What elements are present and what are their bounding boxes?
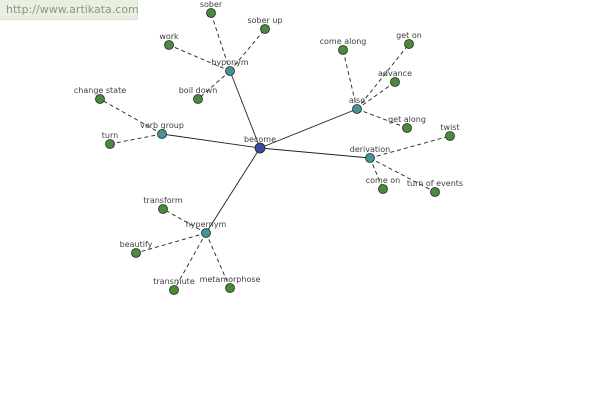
leaf-node-label: get on bbox=[396, 31, 422, 40]
leaf-node-label: advance bbox=[378, 69, 412, 78]
edge-verb-group-to-change-state bbox=[99, 98, 163, 135]
leaf-node-work[interactable]: work bbox=[159, 32, 179, 50]
leaf-node-marker[interactable] bbox=[378, 184, 388, 194]
edge-derivation-to-come-on bbox=[369, 157, 384, 190]
leaf-node-get-on[interactable]: get on bbox=[396, 31, 422, 49]
edge-hypernym-to-beautify bbox=[135, 232, 207, 254]
leaf-node-label: come along bbox=[320, 37, 367, 46]
edge-also-to-come-along bbox=[342, 49, 358, 110]
relation-node-label: also bbox=[349, 96, 365, 105]
leaf-node-boil-down[interactable]: boil down bbox=[179, 86, 218, 104]
leaf-node-get-along[interactable]: get along bbox=[388, 115, 426, 133]
leaf-node-advance[interactable]: advance bbox=[378, 69, 412, 87]
leaf-node-label: sober bbox=[200, 0, 223, 9]
root-node-marker[interactable] bbox=[254, 142, 266, 154]
leaf-node-marker[interactable] bbox=[402, 123, 412, 133]
edge-root-to-verb-group bbox=[161, 133, 261, 149]
leaf-node-marker[interactable] bbox=[206, 8, 216, 18]
leaf-node-marker[interactable] bbox=[164, 40, 174, 50]
relation-node-marker[interactable] bbox=[225, 66, 235, 76]
leaf-node-transform[interactable]: transform bbox=[143, 196, 183, 214]
leaf-node-marker[interactable] bbox=[169, 285, 179, 295]
leaf-node-marker[interactable] bbox=[131, 248, 141, 258]
leaf-node-metamorphose[interactable]: metamorphose bbox=[200, 275, 261, 293]
edge-root-to-also bbox=[259, 108, 358, 149]
leaf-node-marker[interactable] bbox=[225, 283, 235, 293]
node-layer: sober sober up work boil down hyponym change … bbox=[74, 0, 463, 295]
leaf-node-marker[interactable] bbox=[390, 77, 400, 87]
relation-node-marker[interactable] bbox=[201, 228, 211, 238]
leaf-node-twist[interactable]: twist bbox=[440, 123, 460, 141]
edge-root-to-hyponym bbox=[229, 70, 261, 149]
edge-verb-group-to-turn bbox=[109, 133, 163, 145]
edge-hyponym-to-sober-up bbox=[229, 28, 266, 72]
relation-node-also[interactable]: also bbox=[349, 96, 365, 114]
relation-node-hyponym[interactable]: hyponym bbox=[211, 58, 249, 76]
edge-hyponym-to-boil-down bbox=[197, 70, 231, 100]
relation-node-verb-group[interactable]: verb group bbox=[140, 121, 184, 139]
edge-hypernym-to-transform bbox=[162, 208, 207, 234]
leaf-node-come-on[interactable]: come on bbox=[366, 176, 401, 194]
relation-node-marker[interactable] bbox=[157, 129, 167, 139]
relation-node-label: verb group bbox=[140, 121, 184, 130]
edge-hyponym-to-sober bbox=[210, 12, 231, 72]
leaf-node-marker[interactable] bbox=[105, 139, 115, 149]
relation-node-derivation[interactable]: derivation bbox=[350, 145, 390, 163]
leaf-node-label: come on bbox=[366, 176, 401, 185]
edge-root-to-derivation bbox=[259, 147, 371, 159]
leaf-node-sober-up[interactable]: sober up bbox=[247, 16, 283, 34]
leaf-node-label: boil down bbox=[179, 86, 218, 95]
relation-node-label: hyponym bbox=[211, 58, 249, 67]
leaf-node-beautify[interactable]: beautify bbox=[120, 240, 153, 258]
leaf-node-marker[interactable] bbox=[260, 24, 270, 34]
relation-node-label: derivation bbox=[350, 145, 390, 154]
leaf-node-marker[interactable] bbox=[430, 187, 440, 197]
edge-layer bbox=[99, 12, 451, 291]
root-node-label: become bbox=[244, 135, 276, 144]
leaf-node-marker[interactable] bbox=[158, 204, 168, 214]
leaf-node-transmute[interactable]: transmute bbox=[153, 277, 195, 295]
leaf-node-label: twist bbox=[440, 123, 459, 132]
leaf-node-label: beautify bbox=[120, 240, 153, 249]
edge-also-to-advance bbox=[356, 81, 396, 110]
relation-node-marker[interactable] bbox=[365, 153, 375, 163]
leaf-node-marker[interactable] bbox=[193, 94, 203, 104]
leaf-node-turn[interactable]: turn bbox=[102, 131, 118, 149]
leaf-node-label: get along bbox=[388, 115, 426, 124]
leaf-node-label: work bbox=[159, 32, 179, 41]
leaf-node-marker[interactable] bbox=[445, 131, 455, 141]
leaf-node-label: sober up bbox=[247, 16, 282, 25]
leaf-node-label: turn bbox=[102, 131, 118, 140]
relation-node-hypernym[interactable]: hypernym bbox=[186, 220, 227, 238]
relation-node-label: hypernym bbox=[186, 220, 227, 229]
leaf-node-marker[interactable] bbox=[404, 39, 414, 49]
edge-hypernym-to-metamorphose bbox=[205, 232, 231, 289]
leaf-node-label: turn of events bbox=[407, 179, 463, 188]
leaf-node-marker[interactable] bbox=[338, 45, 348, 55]
root-node-become[interactable]: become bbox=[244, 135, 276, 154]
edge-also-to-get-along bbox=[356, 108, 408, 129]
leaf-node-sober[interactable]: sober bbox=[200, 0, 223, 18]
edge-hypernym-to-transmute bbox=[173, 232, 207, 291]
watermark-url: http://www.artikata.com bbox=[0, 0, 139, 20]
leaf-node-come-along[interactable]: come along bbox=[320, 37, 367, 55]
leaf-node-label: metamorphose bbox=[200, 275, 261, 284]
leaf-node-turn-of-events[interactable]: turn of events bbox=[407, 179, 463, 197]
leaf-node-change-state[interactable]: change state bbox=[74, 86, 126, 104]
relation-node-marker[interactable] bbox=[352, 104, 362, 114]
edge-derivation-to-turn-of-events bbox=[369, 157, 436, 193]
leaf-node-label: transform bbox=[143, 196, 182, 205]
leaf-node-marker[interactable] bbox=[95, 94, 105, 104]
leaf-node-label: transmute bbox=[153, 277, 195, 286]
leaf-node-label: change state bbox=[74, 86, 126, 95]
edge-root-to-hypernym bbox=[205, 147, 261, 234]
